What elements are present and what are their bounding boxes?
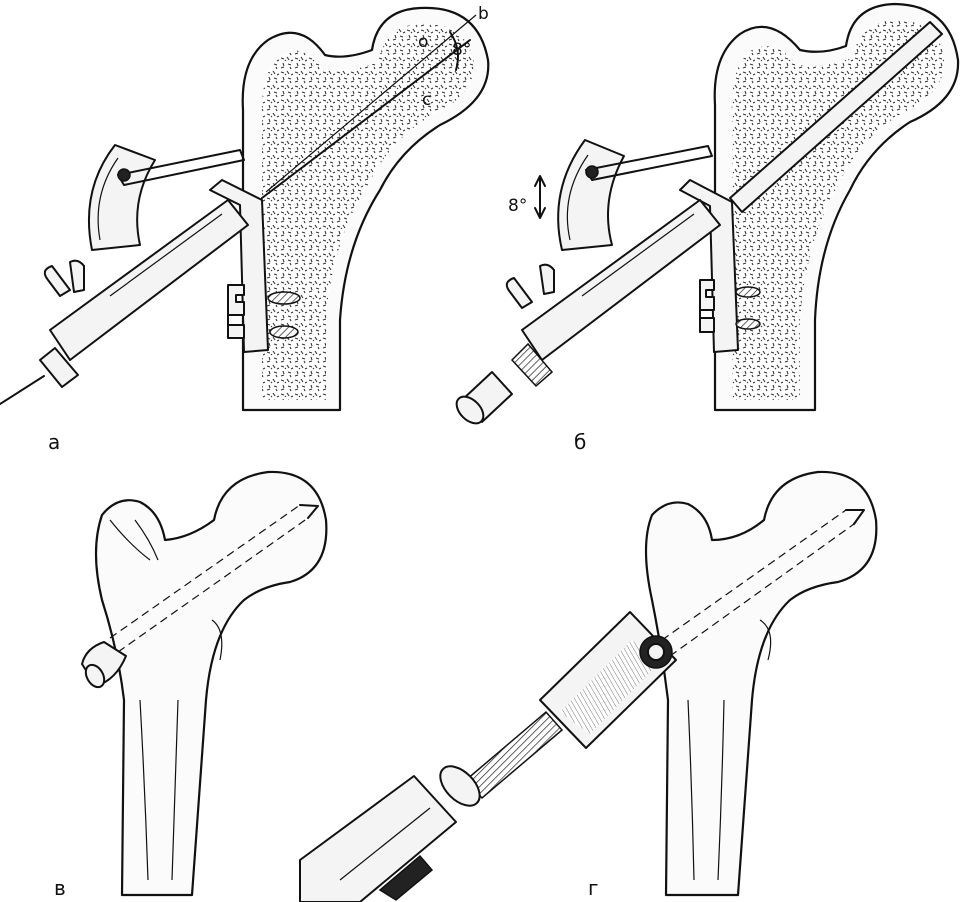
panel-b-thumb-screw xyxy=(505,277,533,309)
panel-a-angle-label: 8° xyxy=(452,40,472,60)
panel-v-femur xyxy=(94,470,328,897)
panel-a-cancellous-bone xyxy=(261,23,475,401)
panel-a-drill-guide xyxy=(49,199,249,361)
panel-a-protractor-knob xyxy=(117,168,131,182)
panel-g-inserter-socket-inner xyxy=(647,643,665,661)
panel-a-screw-lower xyxy=(269,325,299,339)
panel-b-lag-screw xyxy=(729,21,943,213)
panel-b-rotation-arrow-head-down xyxy=(534,207,546,219)
panel-v-lesser-trochanter xyxy=(211,619,223,661)
panel-b-guide-slot xyxy=(581,213,695,297)
panel-a-protractor-arm xyxy=(117,149,245,186)
panel-b-drill-guide xyxy=(521,199,721,361)
panel-b-angle-label: 8° xyxy=(508,196,528,216)
panel-a-protractor-scale xyxy=(97,157,119,241)
panel-a-plate-ratchet xyxy=(227,284,245,339)
panel-g-lesser-trochanter xyxy=(759,619,772,661)
panel-g-handle xyxy=(299,775,457,902)
panel-label-v: в xyxy=(54,876,66,900)
panel-a-handle xyxy=(39,347,79,388)
panel-g-inserter-collar xyxy=(439,765,481,807)
panel-g-handle-contour xyxy=(339,807,431,881)
panel-label-a: а xyxy=(48,430,61,454)
panel-v-drawing xyxy=(81,470,328,897)
panel-v-tunnel-tip xyxy=(299,504,319,519)
panel-b-plate-ratchet xyxy=(699,279,715,333)
panel-a-wire-reference-line xyxy=(265,14,477,193)
panel-b-reamer-shaft xyxy=(510,342,554,388)
panel-b-protractor xyxy=(557,139,625,251)
panel-g-drawing xyxy=(299,470,878,902)
panel-b-screw-upper xyxy=(735,286,761,298)
panel-a-thumb-screw-2 xyxy=(69,259,85,293)
panel-label-b: б xyxy=(574,430,587,454)
panel-g-lag-screw-tip xyxy=(845,509,865,525)
panel-label-g: г xyxy=(588,876,599,900)
panel-b-protractor-scale xyxy=(566,154,589,241)
panel-a-thumb-screw xyxy=(43,265,71,297)
panel-a-point-o: o xyxy=(418,32,429,52)
panel-v-greater-trochanter-contour xyxy=(109,519,159,561)
panel-b-drawing xyxy=(455,2,960,425)
panel-b-side-plate xyxy=(679,179,739,353)
panel-b-screw-lower xyxy=(735,318,761,330)
panel-g-handle-grip xyxy=(378,854,434,901)
panel-a-angle-arc xyxy=(449,31,459,71)
panel-g-femur xyxy=(644,470,878,897)
panel-a-drill-cable xyxy=(0,375,45,405)
panel-v-shaft-contour xyxy=(139,699,179,881)
panel-v-entry-rim xyxy=(84,663,106,689)
panel-b-cancellous-bone xyxy=(731,20,945,400)
panel-a-point-b: b xyxy=(478,4,489,24)
panel-a-side-plate xyxy=(209,179,269,353)
panel-g-lag-screw-outline xyxy=(661,509,855,657)
panel-b-reamer-cap xyxy=(455,395,485,425)
panel-g-shaft-contour xyxy=(687,699,725,881)
panel-b-thumb-screw-2 xyxy=(539,263,555,295)
panel-a-screw-upper xyxy=(267,291,301,305)
panel-b-rotation-arrow-head-up xyxy=(534,175,546,187)
panel-a-point-c: c xyxy=(422,90,432,110)
panel-a-drawing xyxy=(0,6,490,412)
panel-g-inserter-shading xyxy=(560,640,660,734)
panel-g-inserter-shaft xyxy=(464,710,564,800)
panel-a-guide-slot xyxy=(109,213,223,297)
panel-a-guide-wire xyxy=(261,39,471,199)
panel-b-protractor-knob xyxy=(585,165,599,179)
